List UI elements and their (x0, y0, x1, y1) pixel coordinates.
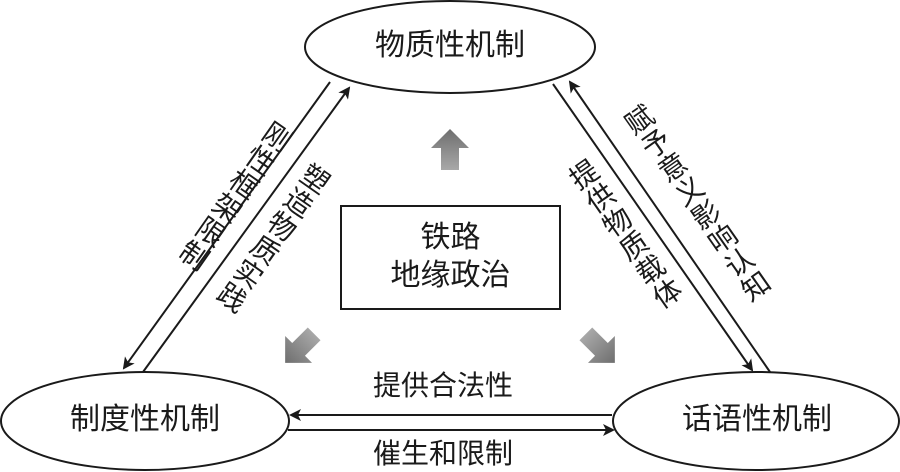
arrow-discursive-to-material (568, 80, 771, 373)
edge-label-foster-and-limit: 催生和限制 (373, 437, 514, 470)
node-institutional-label: 制度性机制 (70, 402, 220, 437)
center-title-line2: 地缘政治 (390, 258, 511, 293)
center-title-line1: 铁路 (420, 220, 481, 255)
arrow-institutional-to-material (142, 86, 351, 373)
edge-label-provide-legitimacy: 提供合法性 (373, 369, 514, 402)
center-box (340, 205, 561, 310)
node-discursive-ellipse (612, 371, 900, 471)
gray-arrow-down-left-icon (285, 327, 321, 363)
gray-arrow-up-icon (431, 129, 469, 170)
gray-arrow-down-right-icon (579, 327, 615, 363)
node-institutional-ellipse (0, 371, 290, 471)
node-material-ellipse (304, 0, 596, 94)
arrow-material-to-institutional (122, 81, 331, 370)
node-material-label: 物质性机制 (375, 28, 525, 63)
arrow-material-to-discursive (552, 83, 754, 372)
node-discursive-label: 话语性机制 (682, 402, 832, 437)
